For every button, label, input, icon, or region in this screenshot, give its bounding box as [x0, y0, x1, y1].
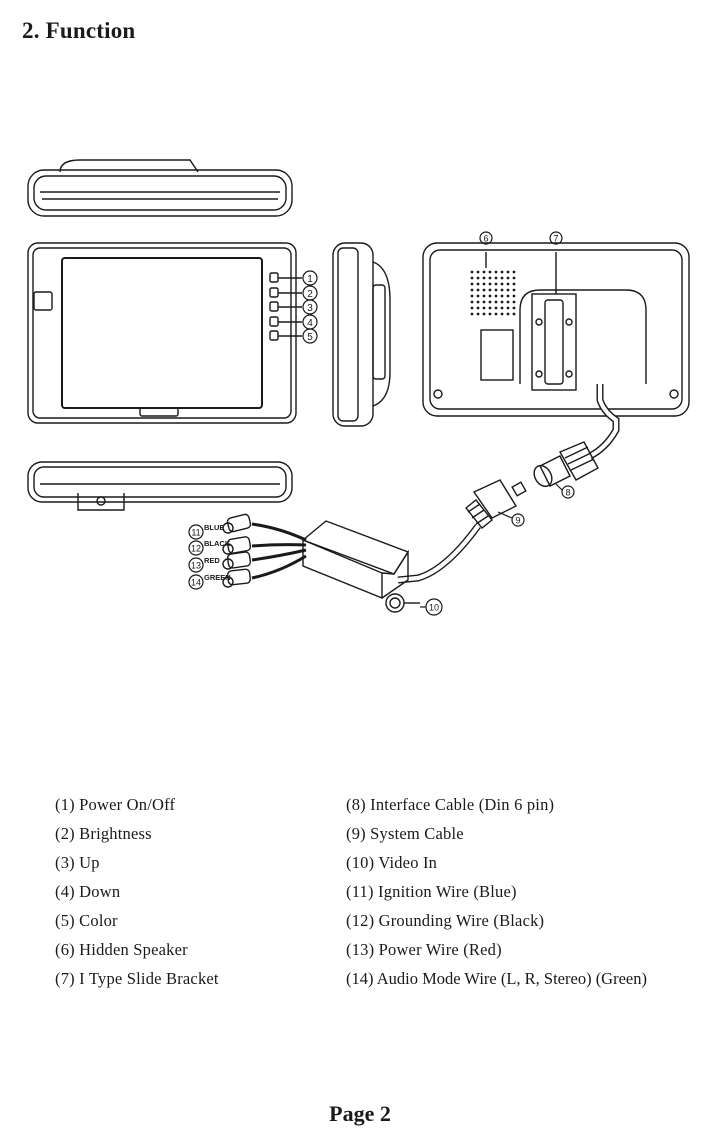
callout-6: 6	[483, 234, 488, 244]
junction-box	[301, 520, 420, 613]
page-number: Page 2	[329, 1101, 391, 1126]
up-button[interactable]	[269, 301, 279, 312]
rca-connector-green-icon	[222, 568, 251, 588]
legend-item-interface-cable: (8) Interface Cable (Din 6 pin)	[346, 795, 555, 814]
slide-bracket-icon	[519, 289, 647, 391]
wire-bundle	[222, 513, 307, 588]
monitor-diagram: 1 2 3 4 5 6 7 8 9 10 11 12 13 14 BLUE BL…	[27, 159, 690, 616]
callout-7: 7	[553, 234, 558, 244]
callout-2: 2	[307, 289, 313, 300]
callout-14: 14	[191, 578, 201, 588]
callout-1: 1	[307, 274, 313, 285]
interface-cable	[533, 384, 620, 488]
legend-item-power-wire: (13) Power Wire (Red)	[346, 940, 502, 959]
rca-connector-black-icon	[222, 536, 252, 555]
legend-item-system-cable: (9) System Cable	[346, 824, 464, 843]
monitor-rear-view	[422, 242, 690, 417]
callout-10: 10	[429, 603, 439, 613]
legend-item-bracket: (7) I Type Slide Bracket	[55, 969, 219, 988]
front-button-column	[269, 272, 302, 341]
rca-connector-red-icon	[222, 551, 252, 570]
mount-hole-icon	[96, 496, 106, 506]
legend-item-color: (5) Color	[55, 911, 118, 930]
wire-tags: BLUE BLACK RED GREEN	[204, 523, 231, 582]
legend-item-audio-mode-wire: (14) Audio Mode Wire (L, R, Stereo) (Gre…	[346, 969, 647, 988]
callout-13: 13	[191, 561, 201, 571]
callout-8: 8	[565, 488, 570, 498]
legend-item-speaker: (6) Hidden Speaker	[55, 940, 188, 959]
legend-item-down: (4) Down	[55, 882, 121, 901]
callout-5: 5	[307, 332, 313, 343]
power-button[interactable]	[269, 272, 279, 283]
callout-12: 12	[191, 544, 201, 554]
monitor-front-view	[27, 242, 302, 424]
monitor-bottom-view	[27, 461, 293, 511]
system-cable-plug-icon	[465, 479, 527, 529]
legend-item-up: (3) Up	[55, 853, 100, 872]
callout-markers	[188, 231, 575, 616]
page-title: 2. Function	[22, 18, 136, 43]
ir-sensor-icon	[33, 291, 53, 311]
legend-item-power: (1) Power On/Off	[55, 795, 176, 814]
rca-connector-blue-icon	[222, 513, 252, 534]
video-in-jack-icon	[385, 593, 420, 613]
wire-tag-green: GREEN	[204, 573, 231, 582]
legend-item-grounding-wire: (12) Grounding Wire (Black)	[346, 911, 545, 930]
callout-11: 11	[191, 528, 200, 538]
speaker-grille-icon	[470, 270, 516, 316]
legend-item-video-in: (10) Video In	[346, 853, 438, 872]
color-button[interactable]	[269, 330, 279, 341]
monitor-top-view	[27, 159, 293, 217]
down-button[interactable]	[269, 316, 279, 327]
callout-3: 3	[307, 303, 313, 314]
wire-tag-blue: BLUE	[204, 523, 224, 532]
monitor-side-view	[332, 242, 391, 427]
callout-4: 4	[307, 318, 313, 329]
callout-numbers: 1 2 3 4 5 6 7 8 9 10 11 12 13 14	[191, 234, 571, 613]
callout-9: 9	[515, 516, 520, 526]
legend-item-brightness: (2) Brightness	[55, 824, 152, 843]
din-connector-icon	[533, 441, 599, 488]
wire-tag-red: RED	[204, 556, 220, 565]
system-cable	[397, 479, 527, 584]
legend-item-ignition-wire: (11) Ignition Wire (Blue)	[346, 882, 517, 901]
wire-tag-black: BLACK	[204, 539, 231, 548]
brightness-button[interactable]	[269, 287, 279, 298]
